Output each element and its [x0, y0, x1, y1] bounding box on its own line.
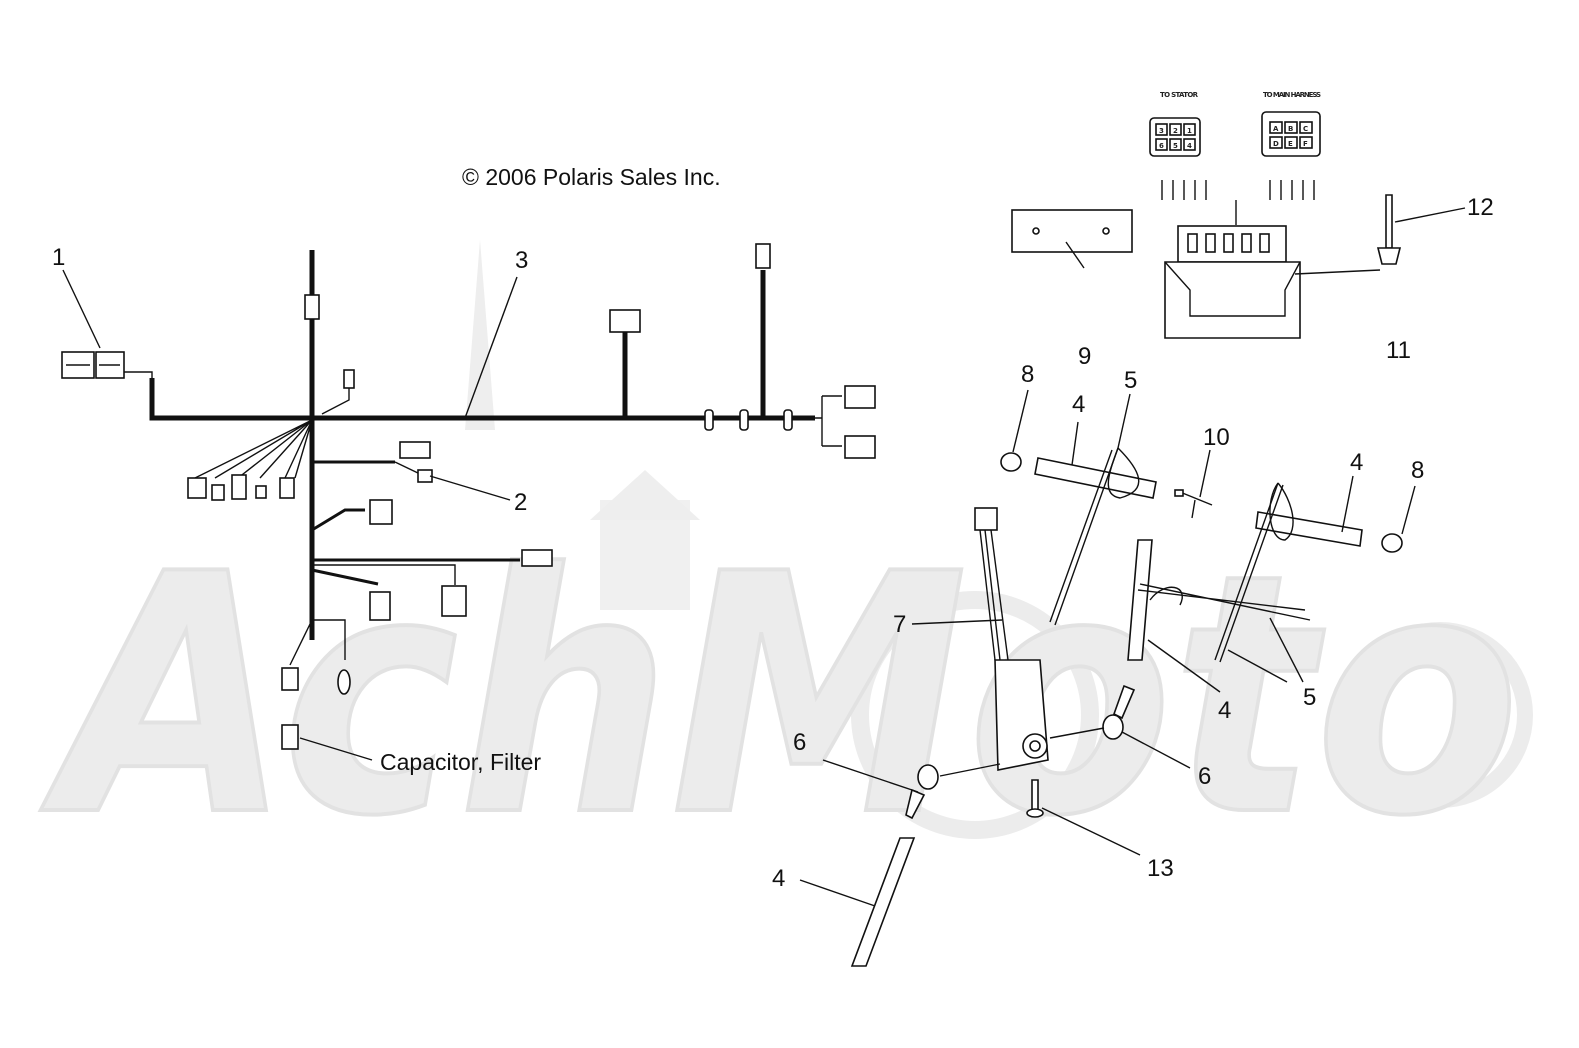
stator-pin-6: 4: [1187, 142, 1192, 150]
stator-pin-3: 1: [1187, 127, 1192, 135]
watermark-text: AchMoto: [37, 504, 1520, 888]
callout-6-left: 6: [793, 729, 806, 756]
callout-numbers: 1 2 3 4 4 4 4 5 5 6 6 7 8 8 9 10 11 12 1…: [52, 194, 1494, 892]
callout-10: 10: [1203, 424, 1230, 451]
callout-5-lower: 5: [1303, 684, 1316, 711]
harness-pin-b: B: [1288, 125, 1293, 133]
harness-pin-d: D: [1273, 140, 1279, 148]
harness-pin-e: E: [1288, 140, 1293, 148]
wiring-harness: [61, 243, 876, 761]
callout-8-left: 8: [1021, 361, 1034, 388]
callout-5-upper: 5: [1124, 367, 1137, 394]
bracket-plate-9: [1011, 209, 1133, 253]
connector-1: [61, 351, 153, 380]
callout-13: 13: [1147, 855, 1174, 882]
to-stator-label: TO STATOR: [1160, 91, 1199, 99]
rivet-12: [1376, 194, 1402, 265]
stator-pin-4: 6: [1159, 142, 1164, 150]
capacitor-label: Capacitor, Filter: [380, 749, 541, 775]
leader-lines: [799, 207, 1466, 907]
harness-pin-c: C: [1303, 125, 1308, 133]
callout-7: 7: [893, 611, 906, 638]
regulator-assembly-7: [905, 507, 1136, 820]
copyright-text: © 2006 Polaris Sales Inc.: [462, 164, 721, 190]
harness-pin-f: F: [1303, 140, 1308, 148]
stator-pin-2: 2: [1173, 127, 1178, 135]
callout-3: 3: [515, 247, 528, 274]
callout-1: 1: [52, 244, 65, 271]
callout-8-right: 8: [1411, 457, 1424, 484]
callout-2: 2: [514, 489, 527, 516]
callout-4-upper: 4: [1072, 391, 1085, 418]
connector-legend: TO STATOR TO MAIN HARNESS 3 2 1 6 5 4 A: [1149, 91, 1321, 157]
stator-pin-5: 5: [1173, 142, 1178, 150]
callout-9: 9: [1078, 343, 1091, 370]
callout-12: 12: [1467, 194, 1494, 221]
callout-4-right: 4: [1350, 449, 1363, 476]
callout-6-right: 6: [1198, 763, 1211, 790]
cdi-module-11: [1161, 180, 1315, 339]
stator-pins: 3 2 1 6 5 4: [1155, 123, 1196, 151]
to-main-harness-label: TO MAIN HARNESS: [1263, 91, 1321, 99]
callout-4-bottom: 4: [772, 865, 785, 892]
harness-pins: A B C D E F: [1269, 121, 1313, 149]
callout-4-center: 4: [1218, 697, 1231, 724]
stator-pin-1: 3: [1159, 127, 1164, 135]
watermark: AchMoto: [35, 240, 1533, 890]
harness-pin-a: A: [1273, 125, 1279, 133]
hoses-and-ties: [850, 447, 1403, 967]
callout-11: 11: [1386, 337, 1411, 364]
